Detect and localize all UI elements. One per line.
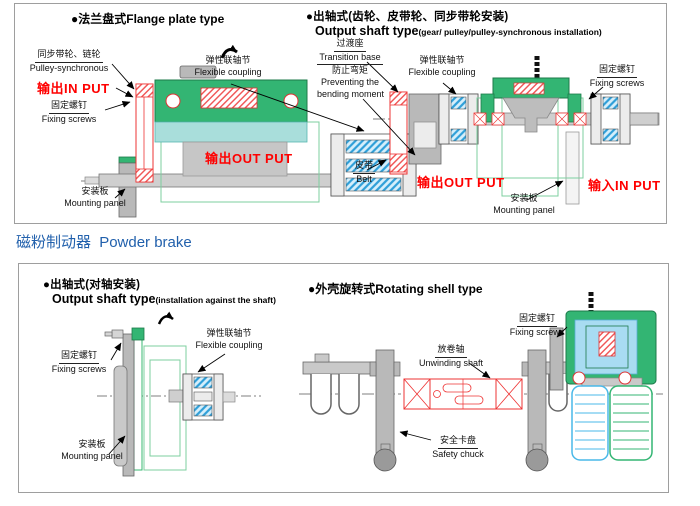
chuck-label-en: Safety chuck — [432, 448, 484, 459]
fixing-label-zh: 固定螺钉 — [48, 100, 89, 114]
brake-diagrams — [97, 292, 663, 477]
mounting-label-en: Mounting panel — [493, 204, 555, 215]
brake-output-shaft-title-en: Output shaft type — [52, 292, 156, 306]
input-label: 输入IN PUT — [588, 178, 661, 193]
fixing-screws-label: 固定螺钉 Fixing screws — [585, 64, 649, 89]
coupling-label-en: Flexible coupling — [194, 66, 262, 77]
output-shaft-section-title: ●出轴式(齿轮、皮带轮、同步带轮安装) Output shaft type(ge… — [306, 8, 602, 38]
fixing-label-en: Fixing screws — [509, 326, 565, 337]
bullet-icon: ● — [71, 12, 79, 26]
fixing-label-en: Fixing screws — [41, 113, 97, 124]
fixing-screws-label: 固定螺钉 Fixing screws — [47, 350, 111, 375]
unwinding-label-en: Unwinding shaft — [418, 357, 484, 368]
flange-title-text: 法兰盘式Flange plate type — [78, 12, 225, 26]
coupling-label-en: Flexible coupling — [408, 66, 476, 77]
powder-brake-heading: 磁粉制动器 Powder brake — [16, 231, 192, 252]
rotating-shell-title-text: 外壳旋转式Rotating shell type — [315, 282, 483, 296]
flexible-coupling-label: 弹性联轴节 Flexible coupling — [189, 328, 269, 351]
mounting-panel-label: 安装板 Mounting panel — [487, 193, 561, 216]
brake-output-shaft-drawing — [97, 311, 261, 477]
clutch-panel: ●法兰盘式Flange plate type ●出轴式(齿轮、皮带轮、同步带轮安… — [14, 3, 667, 224]
mounting-panel-label: 安装板 Mounting panel — [57, 439, 127, 462]
bullet-icon: ● — [43, 279, 51, 291]
rotating-shell-drawing — [299, 292, 663, 472]
output-label: 输出OUT PUT — [205, 151, 293, 166]
brake-output-shaft-section-title: ●出轴式(对轴安装) Output shaft type(installatio… — [43, 276, 276, 306]
fixing-label-en: Fixing screws — [51, 363, 107, 374]
transition-label-zh: 过渡座 — [334, 38, 366, 52]
pulley-label-zh: 同步带轮、链轮 — [35, 49, 103, 63]
bending-label-zh: 防止弯矩 — [331, 65, 368, 76]
coupling-label-en: Flexible coupling — [195, 339, 263, 350]
mounting-panel-label: 安装板 Mounting panel — [59, 186, 131, 209]
brake-panel: ●出轴式(对轴安装) Output shaft type(installatio… — [18, 263, 669, 493]
brake-output-shaft-title-zh: 出轴式(对轴安装) — [50, 279, 141, 291]
pulley-synchronous-label: 同步带轮、链轮 Pulley-synchronous — [23, 49, 115, 74]
output-shaft-title-zh: 出轴式(齿轮、皮带轮、同步带轮安装) — [313, 11, 509, 23]
flexible-coupling-label: 弹性联轴节 Flexible coupling — [403, 55, 481, 78]
belt-label: 皮带 Belt — [345, 160, 383, 185]
output-shaft-title-en: Output shaft type — [315, 24, 419, 38]
flange-section-title: ●法兰盘式Flange plate type — [71, 10, 224, 27]
output-label: 输出OUT PUT — [417, 175, 505, 190]
belt-label-en: Belt — [356, 173, 372, 184]
fixing-label-zh: 固定螺钉 — [58, 350, 99, 364]
rotating-shell-section-title: ●外壳旋转式Rotating shell type — [308, 280, 483, 297]
transition-base-label: 过渡座 Transition base 防止弯矩 Preventing the … — [317, 38, 385, 100]
mounting-label-zh: 安装板 — [81, 186, 109, 196]
mounting-label-en: Mounting panel — [64, 197, 126, 208]
clutch-diagrams — [81, 44, 661, 218]
safety-chuck-label: 安全卡盘 Safety chuck — [423, 435, 493, 460]
flexible-coupling-label: 弹性联轴节 Flexible coupling — [189, 55, 267, 78]
fixing-label-zh: 固定螺钉 — [596, 64, 637, 78]
pulley-label-en: Pulley-synchronous — [29, 62, 109, 73]
mounting-label-en: Mounting panel — [61, 450, 123, 461]
transition-label-en: Transition base — [317, 52, 383, 66]
bullet-icon: ● — [306, 11, 314, 23]
fixing-label-en: Fixing screws — [589, 77, 645, 88]
powder-brake-heading-en: Powder brake — [99, 234, 192, 251]
fixing-screws-label: 固定螺钉 Fixing screws — [505, 313, 569, 338]
fixing-label-zh: 固定螺钉 — [516, 313, 557, 327]
mounting-label-zh: 安装板 — [510, 193, 538, 203]
brake-output-shaft-title-sub: (installation against the shaft) — [155, 295, 276, 305]
chuck-label-zh: 安全卡盘 — [437, 435, 478, 449]
fixing-screws-label: 固定螺钉 Fixing screws — [31, 100, 107, 125]
belt-label-zh: 皮带 — [352, 160, 375, 174]
unwinding-label-zh: 放卷轴 — [435, 344, 467, 358]
coupling-label-zh: 弹性联轴节 — [206, 328, 252, 338]
unwinding-shaft-label: 放卷轴 Unwinding shaft — [413, 344, 489, 369]
bending-label-en2: bending moment — [317, 88, 385, 99]
bullet-icon: ● — [308, 282, 316, 296]
input-label: 输出IN PUT — [37, 81, 110, 96]
output-shaft-machine-drawing — [362, 56, 661, 205]
powder-brake-heading-zh: 磁粉制动器 — [16, 234, 92, 251]
output-shaft-title-sub: (gear/ pulley/pulley-synchronous install… — [418, 27, 602, 37]
coupling-label-zh: 弹性联轴节 — [205, 55, 251, 65]
bending-label-en1: Preventing the — [320, 77, 380, 88]
coupling-label-zh: 弹性联轴节 — [419, 55, 465, 65]
mounting-label-zh: 安装板 — [78, 439, 106, 449]
flange-machine-drawing — [81, 44, 417, 218]
